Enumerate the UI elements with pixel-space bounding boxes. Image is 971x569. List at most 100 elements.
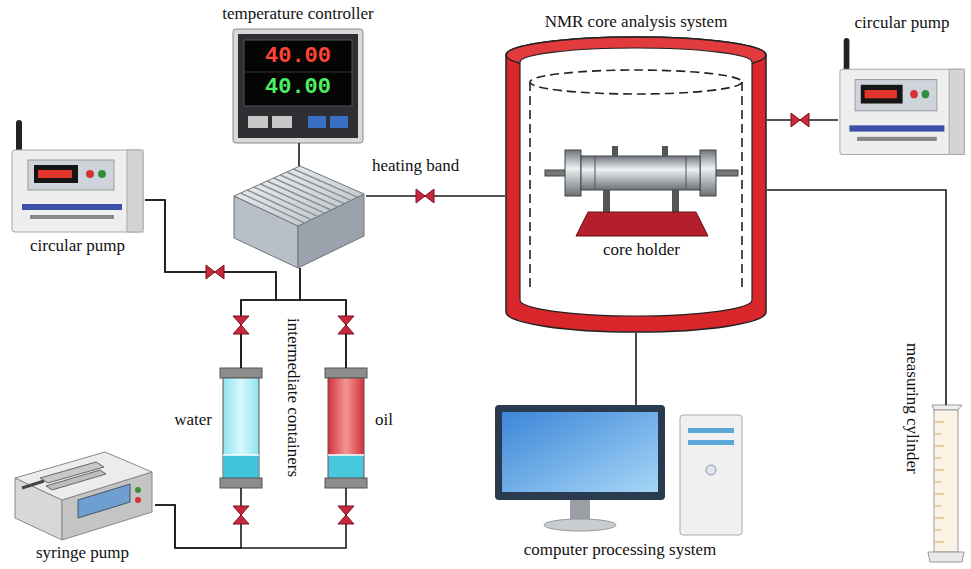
water-container	[223, 378, 259, 478]
computer-art	[502, 412, 658, 492]
heating-band-heatsink	[287, 172, 351, 200]
valve-symbol	[215, 265, 224, 279]
computer-art	[495, 405, 742, 535]
valve-symbol	[338, 325, 354, 334]
oil-container	[328, 454, 364, 456]
temperature-controller-device	[330, 116, 348, 128]
heating-band-heatsink	[234, 166, 364, 226]
measuring-cylinder-art	[935, 482, 941, 483]
core-holder-art	[545, 170, 567, 176]
circulation-pump: circular pump	[838, 38, 966, 156]
valve-symbol	[233, 506, 249, 515]
equipment-label: oil	[375, 410, 393, 430]
valve-symbol	[338, 506, 354, 515]
valve-symbol	[233, 515, 249, 524]
computer-art	[544, 519, 616, 531]
measuring-cylinder-art	[935, 470, 944, 471]
valve-symbol	[206, 113, 809, 524]
water-container	[220, 368, 262, 488]
water-container: water	[220, 368, 262, 488]
syringe-pump-art	[135, 497, 141, 503]
core-holder-art	[686, 156, 687, 190]
computer-art	[688, 428, 734, 433]
computer-art	[688, 440, 734, 445]
computer-art	[570, 500, 590, 520]
core-holder-art	[565, 150, 581, 196]
valve-symbol	[338, 316, 354, 325]
pipe-line	[155, 488, 241, 548]
core-holder-art	[716, 170, 738, 176]
syringe-pump-art	[15, 452, 152, 540]
group-label: intermediate containers	[283, 318, 303, 477]
equipment-label: measuring cylinder	[902, 343, 922, 474]
syringe-pump-art	[135, 487, 141, 493]
heating-band-heatsink	[241, 193, 305, 223]
syringe-pump: syringe pump	[10, 445, 155, 540]
equipment-label: water	[174, 410, 212, 430]
computer-system: computer processing system	[495, 405, 745, 537]
display-reading: 40.00	[265, 44, 331, 69]
water-container	[220, 368, 262, 378]
valve-symbol	[233, 325, 249, 334]
pipe-line	[366, 195, 505, 197]
measuring-cylinder-art	[935, 542, 944, 543]
equipment-label: NMR core analysis system	[545, 12, 728, 32]
measuring-cylinder-art	[935, 506, 941, 507]
measuring-cylinder-art	[935, 494, 944, 495]
equipment-label: computer processing system	[524, 540, 717, 560]
measuring-cylinder-art	[935, 434, 941, 435]
measuring-cylinder-art	[935, 518, 944, 519]
water-container	[220, 478, 262, 488]
valve-symbol	[206, 265, 215, 279]
nmr-system: NMR core analysis systemcore holder	[505, 37, 767, 333]
heating-band-heatsink	[247, 190, 311, 220]
valve-symbol	[425, 189, 434, 203]
measuring-cylinder-art	[935, 446, 944, 447]
core-holder: core holder	[545, 138, 738, 237]
circulation-pump-device	[12, 120, 143, 232]
heating-band-heatsink	[234, 166, 364, 268]
core-holder-art	[545, 146, 738, 236]
circulation-pump-device	[840, 38, 964, 154]
core-holder-art	[672, 190, 679, 212]
measuring-cylinder-art	[935, 458, 941, 459]
computer-art	[495, 405, 665, 500]
water-container	[224, 455, 259, 478]
valve-symbol	[791, 113, 800, 127]
valve-symbol	[416, 189, 425, 203]
measuring-cylinder-art	[935, 422, 944, 423]
pipe-line	[155, 488, 346, 548]
measuring-cylinder-art	[935, 422, 944, 542]
water-container	[223, 454, 259, 456]
nmr-magnet-cylinder	[506, 37, 766, 332]
measuring-cylinder: measuring cylinder	[928, 405, 964, 562]
equipment-label: syringe pump	[36, 543, 129, 563]
display-reading: 40.00	[265, 75, 331, 100]
equipment-label: temperature controller	[222, 4, 374, 24]
temperature-controller-device	[244, 40, 352, 106]
heating-band-heatsink	[254, 187, 318, 216]
valve-symbol	[800, 113, 809, 127]
measuring-cylinder-art	[934, 410, 958, 552]
equipment-label: heating band	[372, 156, 459, 176]
core-holder-art	[612, 146, 618, 156]
computer-art	[680, 415, 742, 535]
nmr-magnet-cylinder	[529, 82, 531, 292]
measuring-cylinder-art	[928, 552, 964, 562]
heating-band-heatsink	[274, 178, 338, 207]
measuring-cylinder-art	[928, 405, 964, 562]
measuring-cylinder-art	[935, 530, 941, 531]
temperature-controller-device	[272, 116, 292, 128]
valve-symbol	[338, 515, 354, 524]
temperature-controller-device	[308, 116, 326, 128]
syringe-pump-art	[78, 484, 130, 518]
nmr-magnet-cylinder	[530, 70, 742, 94]
heating-band-heatsink	[260, 184, 324, 213]
syringe-pump-art	[46, 470, 106, 490]
nmr-magnet-cylinder	[506, 37, 766, 332]
pipe-line	[145, 200, 346, 368]
temperature-controller-device	[238, 34, 358, 138]
nmr-magnet-cylinder	[741, 82, 743, 292]
